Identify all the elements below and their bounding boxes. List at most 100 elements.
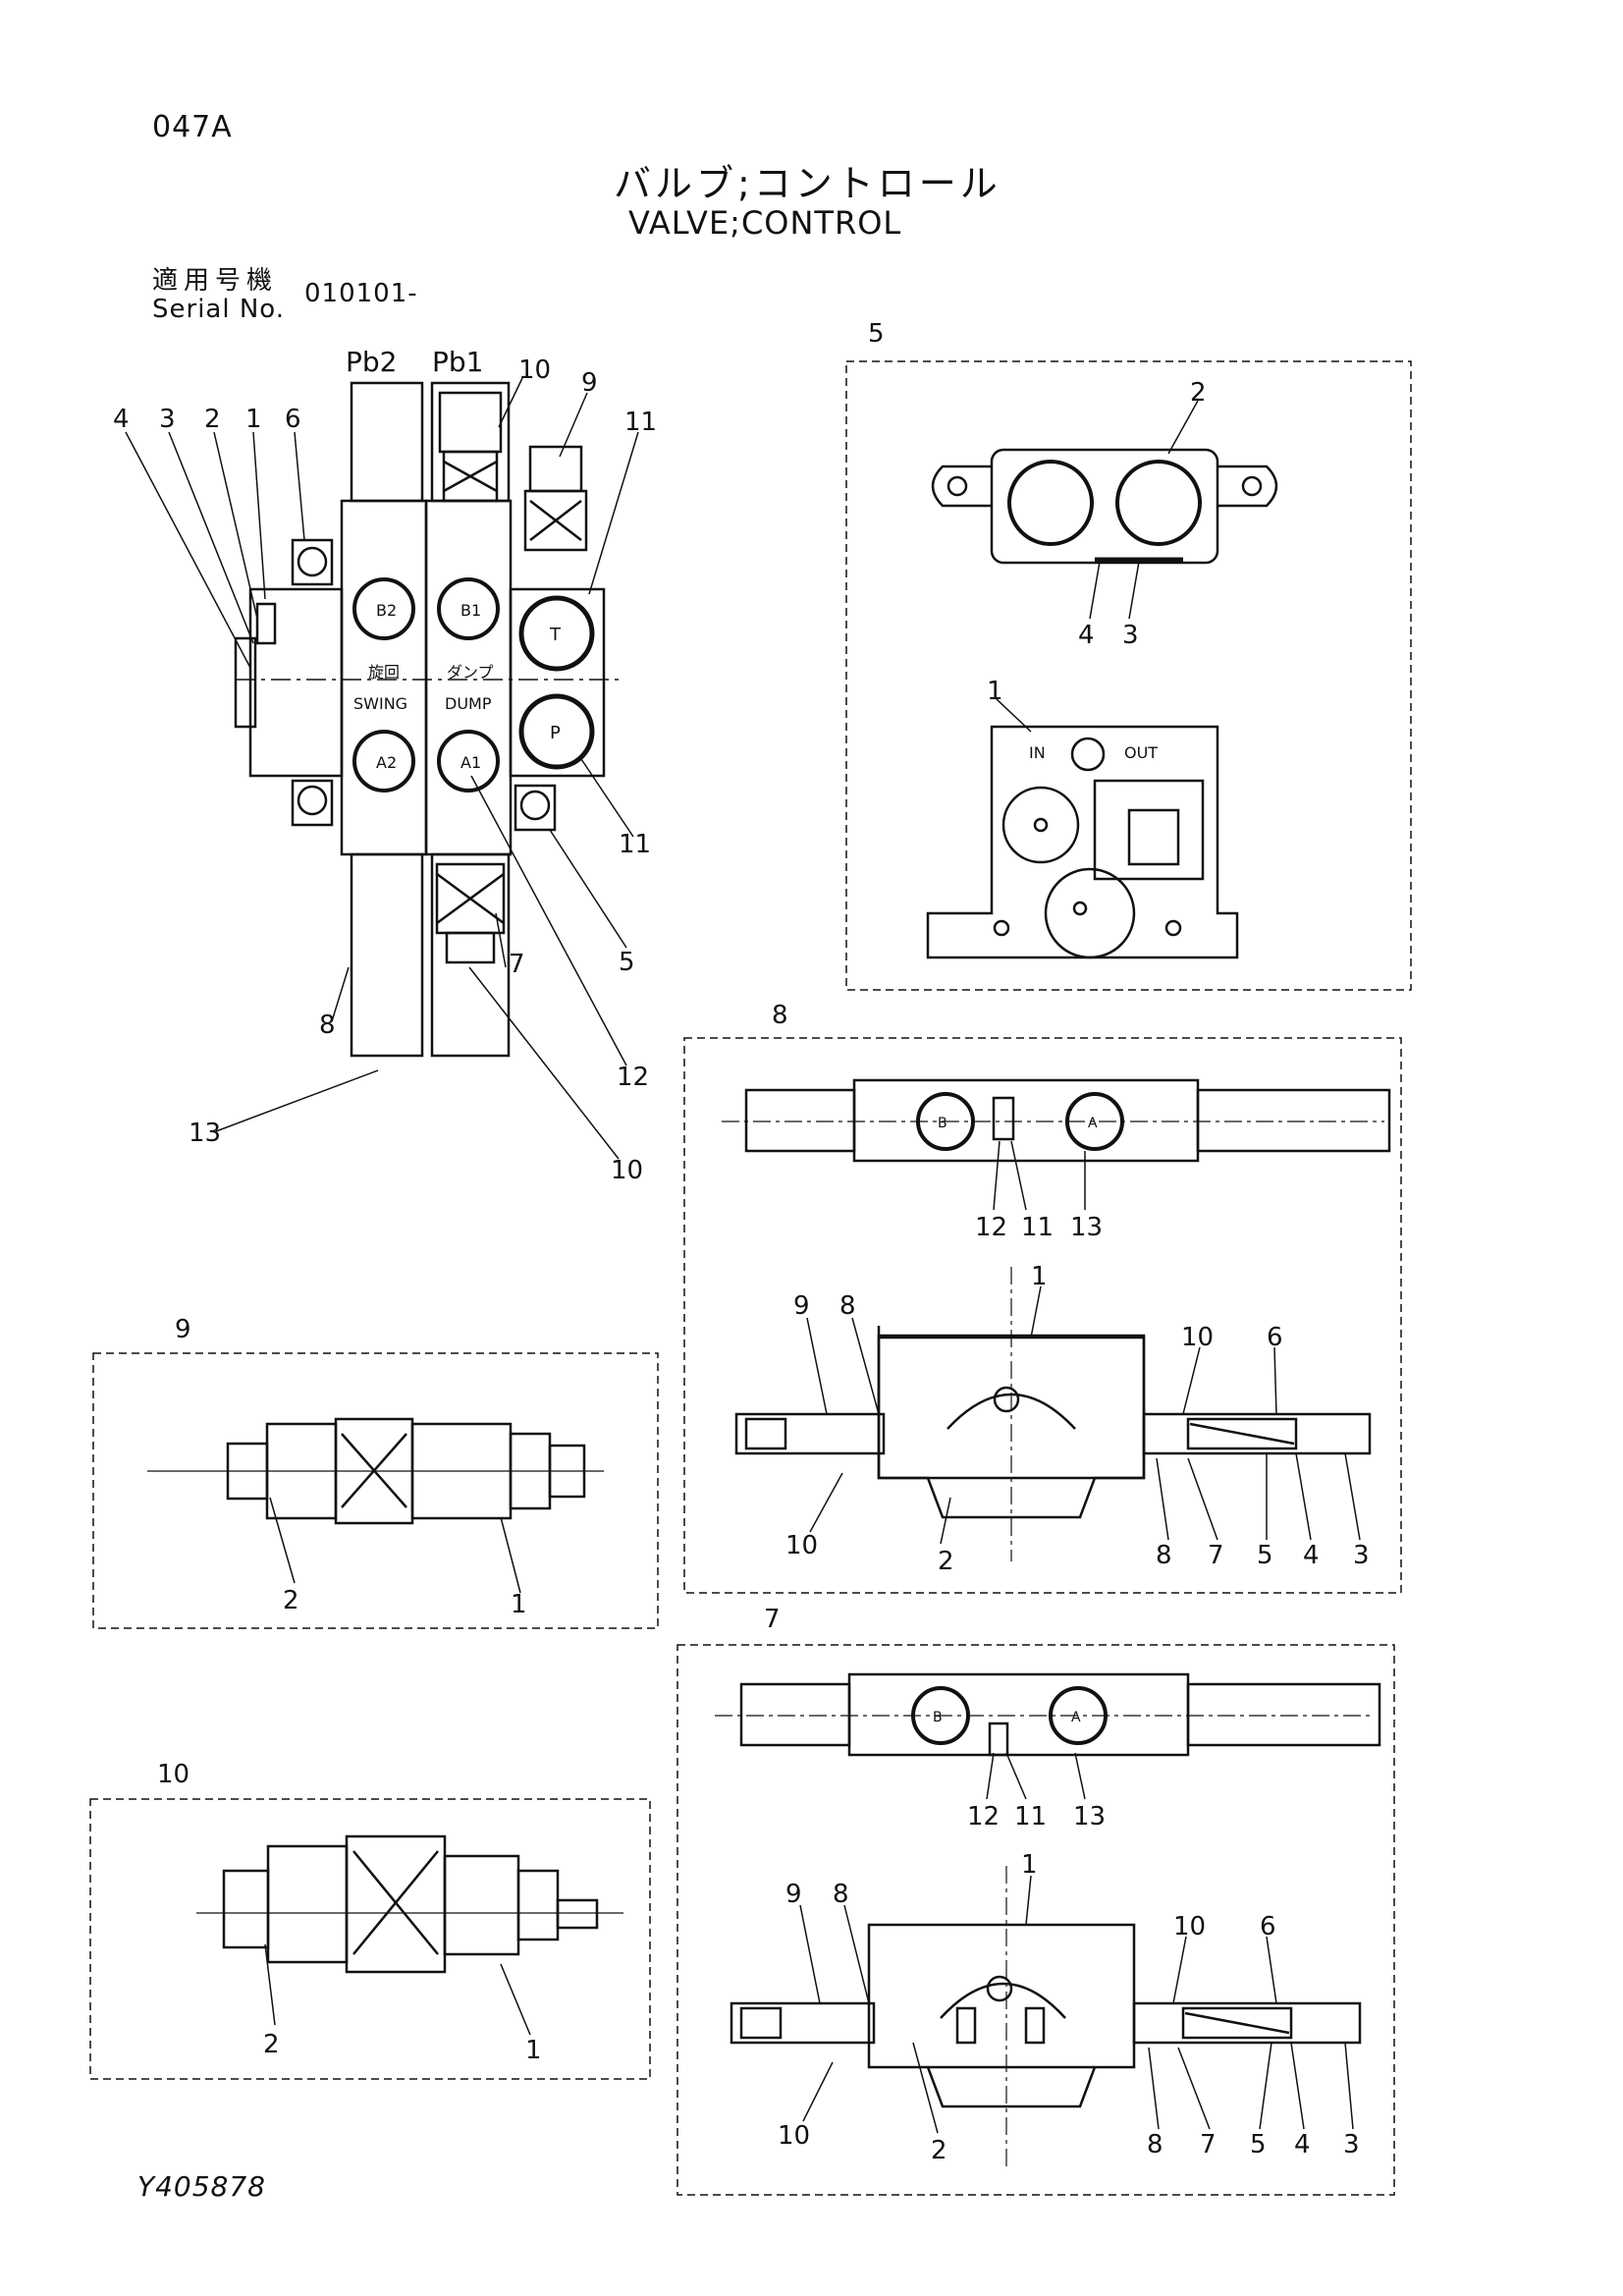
callout-5-4: 4 bbox=[1078, 621, 1095, 650]
inset-8-frame bbox=[683, 1037, 1402, 1594]
callout-main-6: 6 bbox=[285, 405, 301, 434]
port-label-pb1: Pb1 bbox=[432, 346, 483, 378]
callout-main-5: 5 bbox=[619, 948, 635, 977]
port-label-pb2: Pb2 bbox=[346, 346, 397, 378]
inset-7-port-b: B bbox=[933, 1710, 943, 1725]
callout-main-10-top: 10 bbox=[518, 355, 551, 385]
callout-8-11: 11 bbox=[1021, 1213, 1054, 1242]
callout-8-9: 9 bbox=[793, 1291, 810, 1321]
inset-9-label: 9 bbox=[175, 1315, 191, 1344]
callout-main-1: 1 bbox=[245, 405, 262, 434]
inset-8-port-b: B bbox=[938, 1116, 947, 1131]
port-mark-a1: A1 bbox=[460, 753, 481, 772]
inset-7-section-view bbox=[730, 1866, 1362, 2170]
callout-7-3: 3 bbox=[1343, 2130, 1360, 2159]
callout-8-12: 12 bbox=[975, 1213, 1007, 1242]
inset-5-label: 5 bbox=[868, 319, 885, 349]
title-english: VALVE;CONTROL bbox=[628, 204, 902, 242]
title-japanese: バルブ;コントロール bbox=[614, 162, 1001, 205]
port-mark-a2: A2 bbox=[376, 753, 397, 772]
callout-main-9: 9 bbox=[581, 368, 598, 398]
callout-main-13: 13 bbox=[189, 1119, 221, 1148]
callout-7-4: 4 bbox=[1294, 2130, 1311, 2159]
callout-9-2: 2 bbox=[283, 1586, 299, 1615]
callout-7-11: 11 bbox=[1014, 1802, 1047, 1831]
callout-8-13: 13 bbox=[1070, 1213, 1103, 1242]
document-id: Y405878 bbox=[137, 2170, 266, 2203]
spool-housing-dump bbox=[430, 852, 511, 1058]
callout-10-1: 1 bbox=[525, 2036, 542, 2065]
end-cover-front-view bbox=[926, 725, 1239, 959]
callout-9-1: 1 bbox=[511, 1590, 527, 1619]
callout-5-2: 2 bbox=[1190, 378, 1207, 408]
inset-7-label: 7 bbox=[764, 1605, 781, 1634]
relief-valve-10 bbox=[196, 1834, 623, 1974]
callout-7-13: 13 bbox=[1073, 1802, 1106, 1831]
callout-main-2: 2 bbox=[204, 405, 221, 434]
callout-8-3: 3 bbox=[1353, 1541, 1370, 1570]
inset-5-frame bbox=[845, 360, 1412, 991]
main-leader-lines bbox=[125, 377, 639, 1160]
section-jp-dump: ダンプ bbox=[447, 663, 494, 682]
port-a1 bbox=[437, 730, 500, 793]
callout-8-6: 6 bbox=[1267, 1323, 1283, 1352]
inset-8-port-a: A bbox=[1088, 1116, 1098, 1131]
callout-main-4: 4 bbox=[113, 405, 130, 434]
callout-5-1: 1 bbox=[987, 677, 1003, 706]
callout-7-9: 9 bbox=[785, 1880, 802, 1909]
callout-7-1: 1 bbox=[1021, 1850, 1038, 1880]
callout-main-3: 3 bbox=[159, 405, 176, 434]
section-en-swing: SWING bbox=[353, 694, 407, 713]
port-a2 bbox=[352, 730, 415, 793]
end-cover-top-view bbox=[931, 448, 1278, 565]
callout-7-8-top: 8 bbox=[833, 1880, 849, 1909]
callout-main-10-bottom: 10 bbox=[611, 1156, 643, 1185]
callout-main-12: 12 bbox=[617, 1063, 649, 1092]
callout-main-7: 7 bbox=[509, 950, 525, 979]
callout-7-12: 12 bbox=[967, 1802, 1000, 1831]
section-jp-swing: 旋回 bbox=[368, 663, 400, 682]
callout-7-5: 5 bbox=[1250, 2130, 1267, 2159]
callout-8-10-bottom: 10 bbox=[785, 1531, 818, 1560]
spool-housing-swing bbox=[350, 852, 424, 1058]
inset-10-frame bbox=[89, 1798, 651, 2080]
callout-8-4: 4 bbox=[1303, 1541, 1320, 1570]
callout-10-2: 2 bbox=[263, 2030, 280, 2059]
port-mark-t: T bbox=[549, 625, 562, 645]
inlet-section-block bbox=[509, 587, 606, 778]
serial-label-english: Serial No. bbox=[152, 295, 285, 324]
inset-9-frame bbox=[92, 1352, 659, 1629]
callout-7-7: 7 bbox=[1200, 2130, 1217, 2159]
serial-label-japanese: 適用号機 bbox=[152, 266, 279, 296]
inset-8-top-view bbox=[722, 1078, 1391, 1163]
port-t bbox=[518, 595, 595, 672]
inset-10-label: 10 bbox=[157, 1760, 189, 1789]
callout-5-3: 3 bbox=[1122, 621, 1139, 650]
port-b1 bbox=[437, 577, 500, 640]
inset-8-section-view bbox=[734, 1267, 1372, 1561]
callout-8-2: 2 bbox=[938, 1547, 954, 1576]
callout-8-1: 1 bbox=[1031, 1262, 1048, 1291]
spool-cap-pb2 bbox=[350, 381, 424, 503]
callout-8-5: 5 bbox=[1257, 1541, 1273, 1570]
port-mark-b2: B2 bbox=[376, 601, 397, 620]
inset-7-top-view bbox=[715, 1672, 1381, 1757]
callout-7-2: 2 bbox=[931, 2136, 947, 2165]
callout-main-11-top: 11 bbox=[624, 408, 657, 437]
callout-8-8-bottom: 8 bbox=[1156, 1541, 1172, 1570]
callout-main-8: 8 bbox=[319, 1011, 336, 1040]
callout-7-6: 6 bbox=[1260, 1912, 1276, 1941]
serial-value: 010101- bbox=[304, 279, 418, 308]
port-b2 bbox=[352, 577, 415, 640]
mark-in: IN bbox=[1029, 743, 1046, 762]
callout-main-11-bottom: 11 bbox=[619, 830, 651, 859]
inset-7-port-a: A bbox=[1071, 1710, 1081, 1725]
drawing-code: 047A bbox=[152, 110, 233, 144]
callout-8-7: 7 bbox=[1208, 1541, 1224, 1570]
main-valve-assembly bbox=[234, 381, 619, 1058]
callout-7-10-bottom: 10 bbox=[778, 2121, 810, 2151]
port-mark-p: P bbox=[550, 723, 561, 743]
inset-8-label: 8 bbox=[772, 1001, 788, 1030]
callout-8-8-top: 8 bbox=[839, 1291, 856, 1321]
